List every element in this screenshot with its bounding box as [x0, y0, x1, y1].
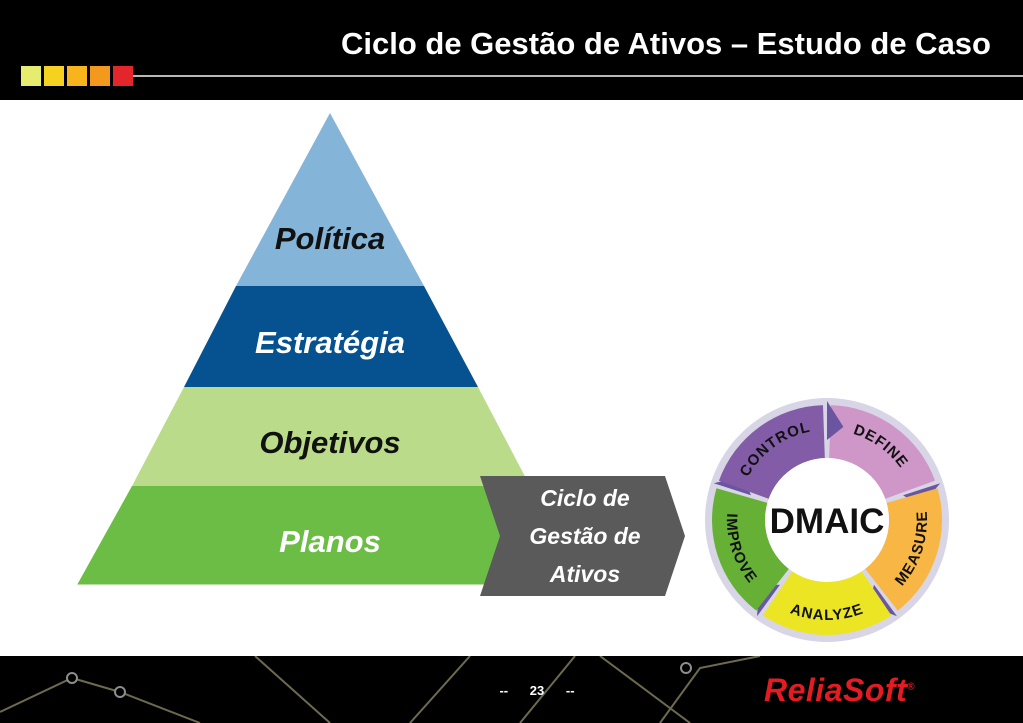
cycle-arrow-line-1: Ciclo de — [540, 485, 630, 511]
color-square — [44, 66, 64, 86]
pyramid-label-objetivos: Objetivos — [259, 425, 400, 460]
color-square — [21, 66, 41, 86]
pyramid-level-estrategia — [184, 286, 478, 387]
dmaic-center — [765, 458, 889, 582]
header-rule — [132, 75, 1023, 77]
brand-name: ReliaSoft — [764, 672, 908, 708]
footer-bar: -- 23 -- ReliaSoft® — [0, 656, 1023, 723]
color-square — [113, 66, 133, 86]
color-square — [90, 66, 110, 86]
header-bar: Ciclo de Gestão de Ativos – Estudo de Ca… — [0, 0, 1023, 100]
pyramid-level-politica — [236, 113, 424, 286]
pyramid-label-estrategia: Estratégia — [255, 325, 405, 360]
dmaic-segment-analyze — [762, 571, 892, 635]
cycle-arrow-shape — [480, 476, 685, 596]
pyramid: Política Estratégia Objetivos Planos — [77, 113, 584, 586]
color-squares — [21, 66, 133, 86]
pyramid-level-objetivos — [132, 387, 530, 486]
dmaic-label-analyze: ANALYZE — [788, 601, 865, 625]
dmaic-segment-improve — [711, 488, 789, 611]
dmaic-segment-measure — [865, 488, 942, 611]
pyramid-label-planos: Planos — [279, 524, 381, 559]
dmaic-segment-define — [829, 405, 936, 499]
color-square — [67, 66, 87, 86]
reliasoft-logo: ReliaSoft® — [764, 672, 915, 709]
cycle-arrow: Ciclo de Gestão de Ativos — [480, 476, 685, 596]
dmaic-segment-control — [718, 405, 825, 499]
page-number: -- 23 -- — [499, 683, 575, 698]
pyramid-level-planos — [77, 486, 584, 585]
dmaic-center-label: DMAIC — [770, 502, 885, 541]
cycle-arrow-line-2: Gestão de — [529, 523, 640, 549]
cycle-arrow-line-3: Ativos — [549, 561, 620, 587]
dmaic-arrowhead — [827, 401, 844, 440]
pyramid-label-politica: Política — [275, 221, 385, 256]
footer-decoration — [0, 656, 761, 723]
page-title: Ciclo de Gestão de Ativos – Estudo de Ca… — [340, 26, 991, 61]
brand-registered-mark: ® — [907, 681, 916, 693]
